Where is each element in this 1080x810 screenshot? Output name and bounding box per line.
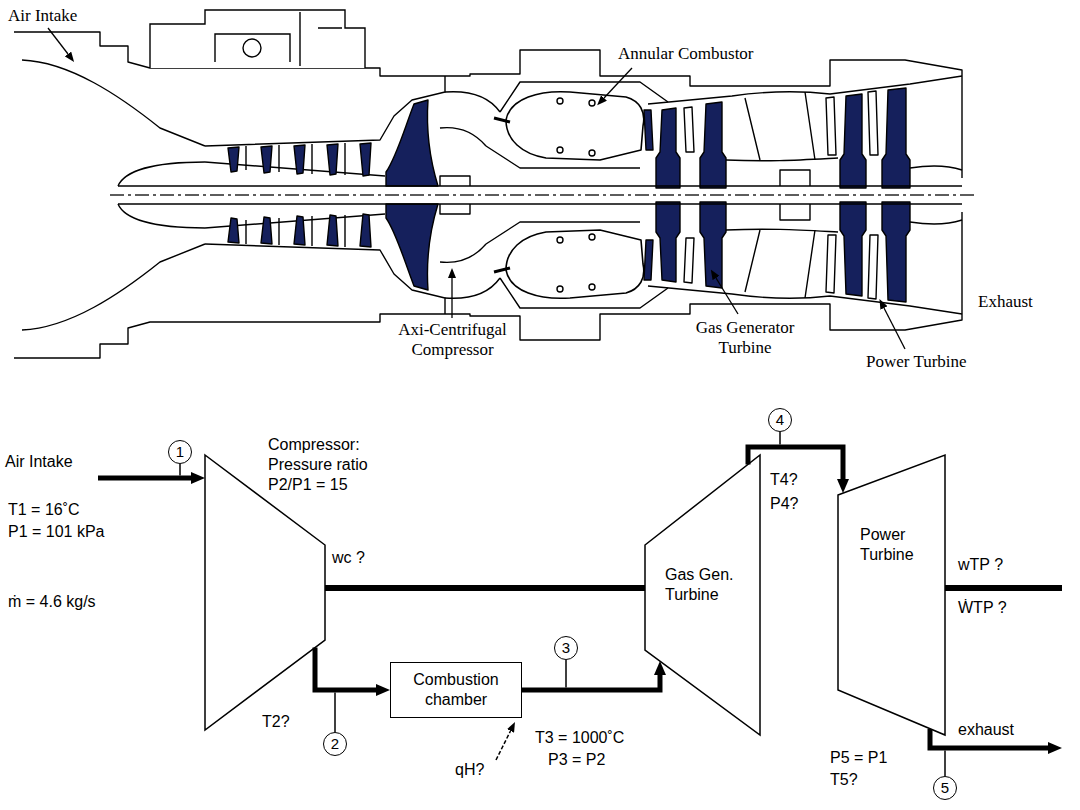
state-label: P3 = P2 xyxy=(548,750,605,770)
part-label: Power Turbine xyxy=(866,352,967,372)
node-text: Combustion chamber xyxy=(399,670,513,710)
node-text: Power Turbine xyxy=(860,525,940,565)
state-label: T1 = 16˚C xyxy=(8,500,80,520)
station-number: 4 xyxy=(768,408,792,432)
trapezoid-shape xyxy=(645,455,760,735)
part-label: Annular Combustor xyxy=(618,44,754,64)
leader-line xyxy=(716,278,738,314)
state-label: T4? xyxy=(770,470,798,490)
power-label: ẆTP ? xyxy=(958,598,1007,618)
part-label: Air Intake xyxy=(8,6,77,26)
leader-line xyxy=(604,68,632,98)
trapezoid-shape xyxy=(205,455,325,730)
flow-schematic xyxy=(98,432,1062,776)
leader-line xyxy=(48,28,68,54)
node-text: Gas Gen. Turbine xyxy=(665,565,753,605)
state-label: T3 = 1000˚C xyxy=(535,728,624,748)
station-tick xyxy=(334,693,336,733)
node-text: 4 xyxy=(776,412,784,428)
gearbox xyxy=(150,10,365,68)
flow-arrow xyxy=(522,675,660,690)
state-label: P4? xyxy=(770,494,798,514)
leader-line xyxy=(451,278,452,318)
heat-label: qH? xyxy=(455,760,484,780)
station-tick xyxy=(944,751,946,777)
station-tick xyxy=(779,432,781,445)
shaft-line xyxy=(325,585,645,591)
part-label: Exhaust xyxy=(978,292,1033,312)
leader-line xyxy=(884,308,905,349)
combustion-chamber-box: Combustion chamber xyxy=(390,662,522,718)
node-text: 5 xyxy=(941,780,949,796)
part-label: Axi-Centrifugal Compressor xyxy=(385,320,520,360)
trapezoid-outline xyxy=(838,455,945,735)
work-label: wTP ? xyxy=(958,555,1003,575)
leader-lines xyxy=(48,28,905,349)
node-text: Compressor: Pressure ratio P2/P1 = 15 xyxy=(268,435,380,495)
state-label: P1 = 101 kPa xyxy=(8,522,105,542)
compressor-symbol: Compressor: Pressure ratio P2/P1 = 15 xyxy=(205,455,325,730)
node-text: 3 xyxy=(562,640,570,656)
state-label: T5? xyxy=(830,770,858,790)
heat-input-arrow xyxy=(496,731,511,760)
state-label: P5 = P1 xyxy=(830,748,887,768)
trapezoid-shape xyxy=(838,455,945,735)
flow-arrow xyxy=(315,648,376,691)
station-number: 2 xyxy=(323,732,347,756)
station-number: 3 xyxy=(554,636,578,660)
station-number: 1 xyxy=(168,440,192,464)
intake-flow-arrow xyxy=(98,476,191,481)
node-text: 2 xyxy=(331,736,339,752)
gearbox-detail xyxy=(215,12,342,66)
flow-label: exhaust xyxy=(958,720,1014,740)
power-turbine: Power Turbine xyxy=(838,455,945,735)
state-label: T2? xyxy=(262,712,290,732)
part-label: Gas Generator Turbine xyxy=(680,318,810,358)
gearbox-housing xyxy=(150,10,365,68)
flow-label: Air Intake xyxy=(5,452,73,472)
work-label: wc ? xyxy=(332,548,365,568)
gearbox-gear xyxy=(243,39,261,57)
station-tick xyxy=(179,464,181,476)
station-number: 5 xyxy=(933,776,957,800)
trapezoid-outline xyxy=(205,455,325,730)
connector-group xyxy=(315,447,843,690)
state-label: ṁ = 4.6 kg/s xyxy=(8,592,96,612)
gas-generator-turbine: Gas Gen. Turbine xyxy=(645,455,760,735)
output-shaft xyxy=(945,585,1062,591)
station-tick xyxy=(565,660,567,688)
node-text: 1 xyxy=(176,444,184,460)
